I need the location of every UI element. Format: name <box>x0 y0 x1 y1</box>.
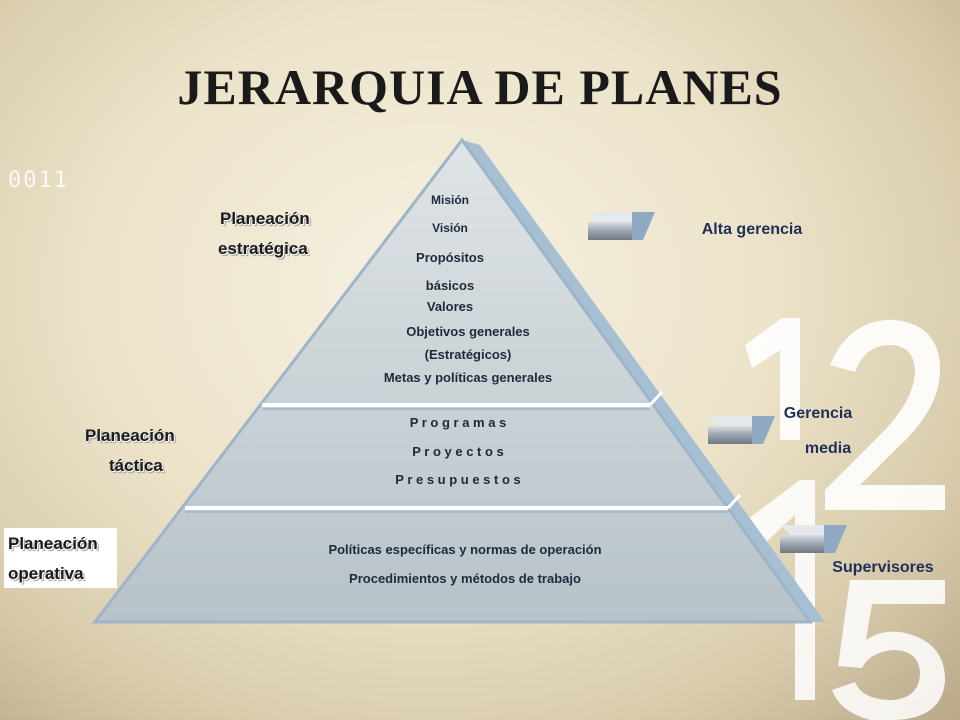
tier-edge-notch-2 <box>726 493 742 510</box>
label-operational-line1: Planeación <box>8 534 98 553</box>
label-strategic-line1: Planeación <box>220 209 310 228</box>
strategic-item-basicos: básicos <box>425 278 475 293</box>
strategic-item-objetivos: Objetivos generales <box>406 324 530 339</box>
decor-two-shape <box>825 319 945 510</box>
strategic-item-metas: Metas y políticas generales <box>383 370 553 385</box>
tactical-item-proyectos: P r o y e c t o s <box>412 444 504 459</box>
tactical-item-programas: P r o g r a m a s <box>409 415 507 430</box>
strategic-item-propositos: Propósitos <box>416 250 484 265</box>
label-strategic-line2: estratégica <box>218 239 308 258</box>
strategic-item-valores: Valores <box>426 299 474 314</box>
decor-five-shape <box>832 580 945 720</box>
page-title: JERARQUIA DE PLANES <box>177 59 783 115</box>
strategic-item-mision: Misión <box>431 193 469 207</box>
operational-item-politicas: Políticas específicas y normas de operac… <box>328 542 602 557</box>
strategic-item-vision: Visión <box>432 221 468 235</box>
pyramid-face <box>91 137 813 624</box>
label-operational-box <box>4 528 117 588</box>
operational-item-procedimientos: Procedimientos y métodos de trabajo <box>349 571 581 586</box>
strategic-item-estrategicos: (Estratégicos) <box>424 347 512 362</box>
audience-gerencia-media-line2: media <box>804 440 852 457</box>
label-tactical: Planeación táctica <box>85 421 175 481</box>
decor-one-shape <box>745 318 800 440</box>
label-tactical-line2: táctica <box>109 456 163 475</box>
binary-decor: 0011 <box>8 168 69 193</box>
audience-gerencia-media-line1: Gerencia <box>783 405 853 422</box>
label-operational: Planeación operativa <box>8 529 98 589</box>
label-tactical-line1: Planeación <box>85 426 175 445</box>
arrow-icon-middle <box>708 416 775 444</box>
arrow-icon-bottom <box>780 525 847 553</box>
audience-alta-gerencia: Alta gerencia <box>701 221 803 238</box>
arrow-icon-top <box>588 212 655 240</box>
label-operational-line2: operativa <box>8 564 84 583</box>
audience-supervisores: Supervisores <box>832 559 934 576</box>
label-strategic: Planeación estratégica <box>218 204 310 264</box>
tier-edge-notch-1 <box>648 390 664 407</box>
tactical-item-presupuestos: P r e s u p u e s t o s <box>395 472 521 487</box>
